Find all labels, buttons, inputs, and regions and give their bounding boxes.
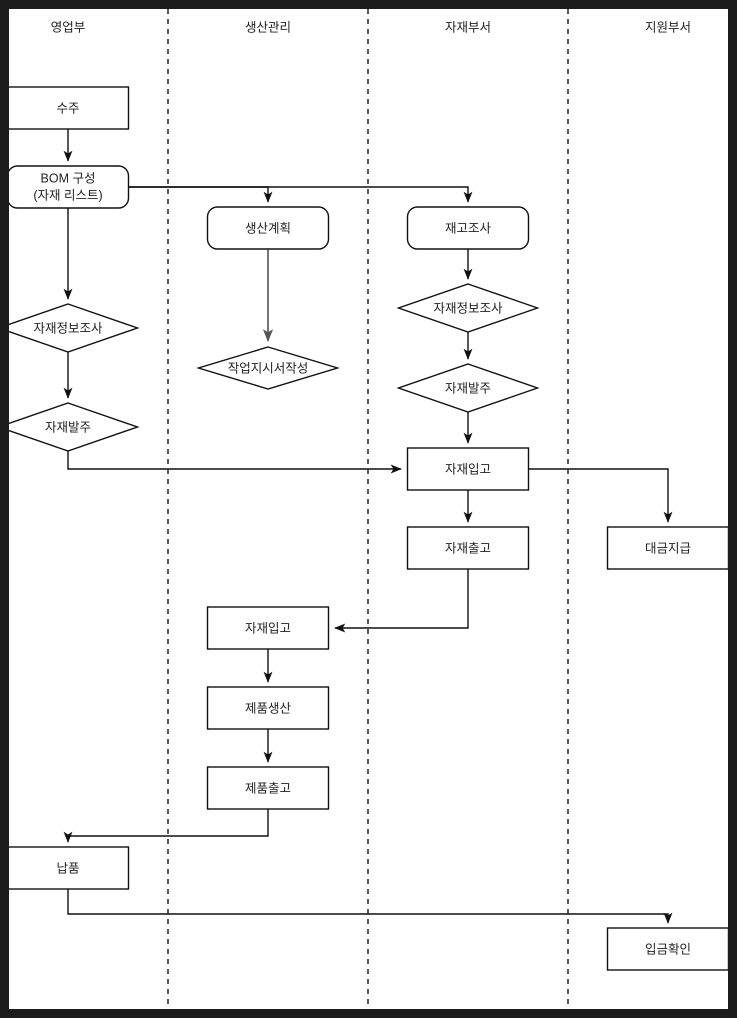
node-material-order-sales-shape (9, 402, 140, 452)
node-delivery-shape (9, 846, 130, 890)
node-bom-composition-label: BOM 구성 (41, 171, 96, 185)
node-material-receipt-material-shape (406, 447, 530, 491)
node-material-info-survey-material-shape (396, 283, 540, 333)
node-material-receipt-production-shape (206, 606, 330, 650)
node-material-receipt-production-label: 자재입고 (245, 621, 291, 635)
lane-header-label: 생산관리 (245, 20, 291, 34)
node-bom-composition-sublabel: (자재 리스트) (33, 188, 102, 202)
node-material-info-survey-sales-shape (9, 303, 140, 353)
node-material-info-survey-material-label: 자재정보조사 (433, 301, 503, 315)
node-payment[interactable]: 대금지급 (606, 526, 729, 570)
node-material-info-survey-material[interactable]: 자재정보조사 (396, 283, 540, 333)
node-material-order-sales[interactable]: 자재발주 (9, 402, 140, 452)
edge-bom-to-stock-survey (129, 186, 473, 203)
node-material-order-sales-label: 자재발주 (45, 420, 91, 434)
node-deposit-confirm-label: 입금확인 (645, 942, 691, 956)
node-bom-composition[interactable]: BOM 구성 (자재 리스트) (9, 165, 130, 209)
node-suju-shape (9, 86, 130, 130)
edge-material-order-sales-to-receipt (67, 451, 402, 474)
node-work-order-sheet-shape (196, 346, 340, 390)
edge-delivery-to-deposit-confirm (67, 889, 673, 924)
node-material-receipt-material-label: 자재입고 (445, 462, 491, 476)
node-product-manufacture-label: 제품생산 (245, 701, 292, 715)
node-delivery[interactable]: 납품 (9, 846, 130, 890)
node-work-order-sheet-label: 작업지시서작성 (228, 361, 309, 375)
node-product-shipment-label: 제품출고 (245, 781, 291, 795)
edge-material-issue-to-production-receipt (334, 569, 469, 633)
node-production-plan[interactable]: 생산계획 (206, 206, 330, 250)
node-suju[interactable]: 수주 (9, 86, 130, 130)
flow-edges (63, 129, 673, 924)
lane-header-label: 영업부 (51, 20, 86, 34)
node-material-info-survey-sales[interactable]: 자재정보조사 (9, 303, 140, 353)
edge-bom-to-production-plan (129, 186, 273, 203)
node-material-receipt-production[interactable]: 자재입고 (206, 606, 330, 650)
node-production-plan-label: 생산계획 (245, 221, 291, 235)
lane-header-label: 자재부서 (445, 20, 491, 34)
node-stock-survey[interactable]: 재고조사 (406, 206, 530, 250)
lane-header-label: 지원부서 (645, 20, 691, 34)
node-product-shipment[interactable]: 제품출고 (206, 766, 330, 810)
node-material-issue[interactable]: 자재출고 (406, 526, 530, 570)
edge-material-receipt-to-payment (529, 468, 673, 523)
node-delivery-label: 납품 (56, 861, 79, 875)
node-material-order-material[interactable]: 자재발주 (396, 363, 540, 413)
node-product-manufacture-shape (206, 686, 330, 730)
lane-headers: 영업부 생산관리 자재부서 지원부서 (51, 20, 691, 34)
node-bom-composition-shape (9, 165, 130, 209)
node-material-issue-shape (406, 526, 530, 570)
node-deposit-confirm-shape (606, 927, 728, 971)
node-material-info-survey-sales-label: 자재정보조사 (33, 321, 103, 335)
node-product-manufacture[interactable]: 제품생산 (206, 686, 330, 730)
node-stock-survey-shape (406, 206, 530, 250)
node-material-order-material-label: 자재발주 (445, 381, 491, 395)
node-payment-label: 대금지급 (645, 541, 691, 555)
node-production-plan-shape (206, 206, 330, 250)
node-material-receipt-material[interactable]: 자재입고 (406, 447, 530, 491)
node-material-issue-label: 자재출고 (445, 541, 491, 555)
node-product-shipment-shape (206, 766, 330, 810)
node-work-order-sheet[interactable]: 작업지시서작성 (196, 346, 340, 390)
node-stock-survey-label: 재고조사 (445, 221, 492, 235)
lane-dividers (167, 9, 569, 1009)
edge-product-shipment-to-delivery (63, 809, 269, 843)
node-material-order-material-shape (396, 363, 540, 413)
node-deposit-confirm[interactable]: 입금확인 (606, 927, 729, 971)
node-suju-label: 수주 (56, 101, 79, 115)
node-payment-shape (606, 526, 728, 570)
